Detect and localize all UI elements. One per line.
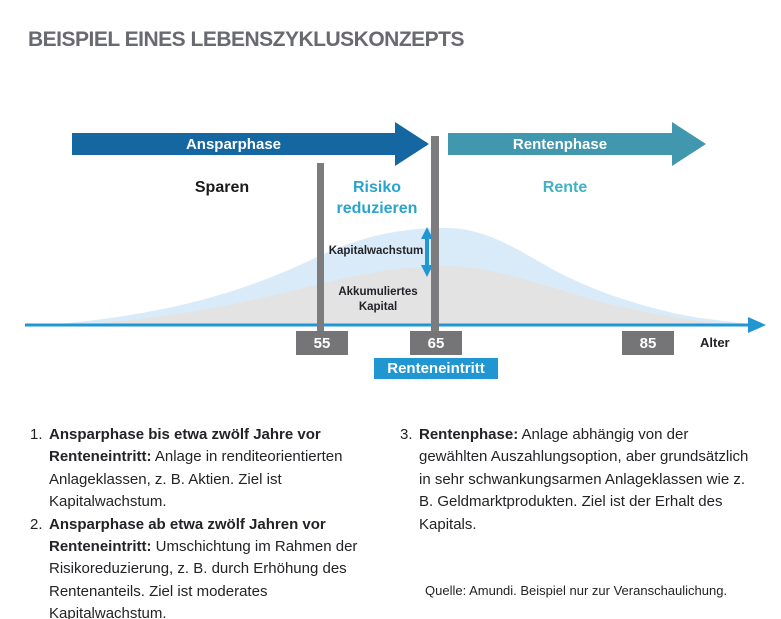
- notes-column-right: 3. Rentenphase: Anlage abhängig von der …: [400, 424, 750, 536]
- age-tick-55: 55: [296, 331, 348, 355]
- stage-label-rente: Rente: [542, 179, 588, 196]
- note-item-3: 3. Rentenphase: Anlage abhängig von der …: [400, 424, 750, 536]
- source-note: Quelle: Amundi. Beispiel nur zur Veransc…: [425, 583, 728, 598]
- ansparphase-arrow-label: Ansparphase: [185, 135, 282, 153]
- note-number: 3.: [400, 426, 413, 443]
- stage-label-risiko-reduzieren: Risiko reduzieren: [336, 179, 418, 217]
- note-number: 2.: [30, 515, 43, 533]
- age-tick-85: 85: [622, 331, 674, 355]
- age-axis-arrowhead-icon: [748, 317, 766, 333]
- rentenphase-arrow-label: Rentenphase: [512, 135, 608, 153]
- akkumuliertes-kapital-curve: [75, 266, 735, 325]
- ansparphase-arrow: Ansparphase: [72, 133, 395, 155]
- range-arrow-top-head-icon: [421, 227, 433, 239]
- rentenphase-arrowhead-icon: [672, 122, 706, 166]
- capital-curves-plot: [25, 227, 766, 333]
- axis-label-alter: Alter: [700, 335, 730, 350]
- stage-label-sparen: Sparen: [194, 179, 250, 196]
- note-text: Ansparphase bis etwa zwölf Jahre vor Ren…: [49, 426, 343, 511]
- note-text: Ansparphase ab etwa zwölf Jahren vor Ren…: [49, 515, 358, 619]
- age-tick-65: 65: [410, 331, 462, 355]
- note-item-2: 2. Ansparphase ab etwa zwölf Jahren vor …: [30, 514, 382, 619]
- divider-bar-age-55: [317, 163, 324, 331]
- notes-column-left: 1. Ansparphase bis etwa zwölf Jahre vor …: [30, 424, 382, 619]
- renteneintritt-marker: Renteneintritt: [374, 358, 498, 379]
- rentenphase-arrow: Rentenphase: [448, 133, 672, 155]
- page-title: BEISPIEL EINES LEBENSZYKLUSKONZEPTS: [28, 28, 465, 51]
- divider-bar-age-65: [431, 136, 439, 331]
- kapitalwachstum-label: Kapitalwachstum: [328, 245, 424, 257]
- range-arrow-bottom-head-icon: [421, 265, 433, 277]
- note-item-1: 1. Ansparphase bis etwa zwölf Jahre vor …: [30, 424, 382, 514]
- note-number: 1.: [30, 426, 43, 443]
- note-text: Rentenphase: Anlage abhängig von der gew…: [419, 426, 749, 533]
- akkumuliertes-kapital-label: Akkumuliertes Kapital: [338, 286, 418, 313]
- ansparphase-arrowhead-icon: [395, 122, 429, 166]
